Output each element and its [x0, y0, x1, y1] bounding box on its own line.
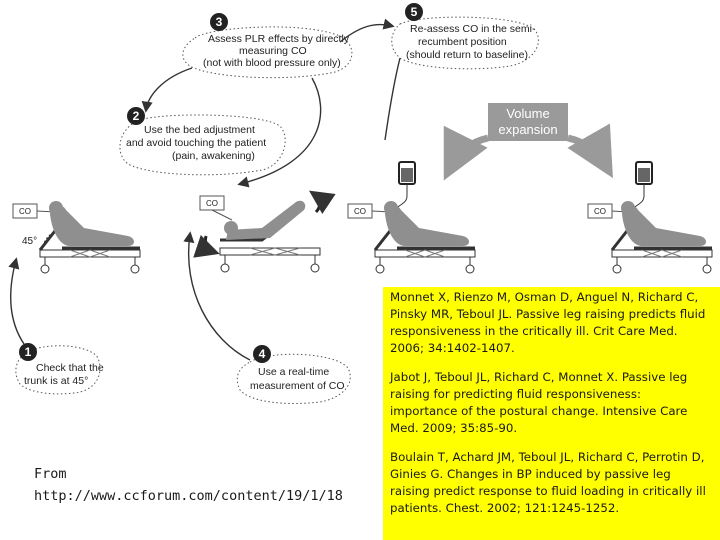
- step-2-line-1: Use the bed adjustment: [144, 124, 255, 136]
- step-1-number: 1: [25, 345, 32, 359]
- monitor-3-label: CO: [354, 207, 366, 216]
- patient-3-body: [385, 205, 469, 246]
- step-4-number: 4: [259, 347, 266, 361]
- reference-2: Jabot J, Teboul JL, Richard C, Monnet X.…: [390, 370, 688, 435]
- step-2-number: 2: [133, 109, 140, 123]
- step-4-line-2: measurement of CO: [250, 380, 345, 392]
- step-5: 5 Re-assess CO in the semi- recumbent po…: [391, 3, 539, 70]
- patient-1-head: [49, 201, 63, 215]
- step-4: 4 Use a real-time measurement of CO: [236, 345, 351, 404]
- step-4-number-circle: [253, 345, 271, 363]
- step-2-line-2: and avoid touching the patient: [126, 137, 266, 149]
- step-4-bubble: [236, 353, 351, 404]
- patient-1-body: [50, 205, 134, 246]
- step-1-line-1: Check that the: [36, 362, 104, 374]
- arrow-step4-to-patient2: [183, 231, 251, 361]
- volume-expansion-line-1: Volume: [506, 106, 549, 121]
- arrow-step2-to-step3: [141, 67, 193, 113]
- step-5-number-circle: [405, 3, 423, 21]
- step-2: 2 Use the bed adjustment and avoid touch…: [119, 107, 286, 176]
- arrow-step5-to-patient3: [384, 57, 401, 141]
- volume-arrow-left: [443, 125, 489, 181]
- step-2-line-3: (pain, awakening): [172, 150, 255, 162]
- step-3-line-1: Assess PLR effects by directly: [208, 33, 350, 45]
- step-1-line-2: trunk is at 45°: [24, 375, 88, 387]
- step-3: 3 Assess PLR effects by directly measuri…: [182, 13, 353, 79]
- references-box: Monnet X, Rienzo M, Osman D, Anguel N, R…: [383, 287, 720, 540]
- patient-2-head: [224, 221, 238, 235]
- step-3-number: 3: [216, 15, 223, 29]
- arrow-step1-to-patient1: [8, 257, 25, 345]
- monitor-2-label: CO: [206, 199, 218, 208]
- patient-4-head: [621, 201, 635, 215]
- patient-scene-1: CO 45°: [12, 201, 141, 274]
- angle-arc: [41, 231, 55, 251]
- volume-expansion-box: [488, 103, 568, 141]
- patient-4-body: [622, 205, 706, 246]
- step-5-line-2: recumbent position: [418, 36, 507, 48]
- bed-1-frame: [39, 249, 141, 258]
- step-5-number: 5: [411, 5, 418, 19]
- patient-2-body: [226, 200, 306, 240]
- volume-expansion: Volume expansion: [443, 103, 613, 181]
- step-5-bubble: [391, 16, 539, 70]
- volume-arrow-right: [567, 123, 613, 179]
- monitor-4-label: CO: [594, 207, 606, 216]
- source-url: http://www.ccforum.com/content/19/1/18: [34, 488, 343, 504]
- step-3-number-circle: [210, 13, 228, 31]
- step-5-line-1: Re-assess CO in the semi-: [410, 23, 536, 35]
- arrow-step3-to-step5: [339, 18, 395, 43]
- bed-3-frame: [374, 249, 476, 258]
- volume-expansion-line-2: expansion: [498, 122, 557, 137]
- step-1-bubble: [15, 345, 101, 395]
- bed-4-frame: [611, 249, 713, 258]
- step-2-number-circle: [127, 107, 145, 125]
- pivot-arrow-down: [193, 234, 220, 258]
- patient-scene-2: CO: [193, 190, 336, 273]
- step-1: 1 Check that the trunk is at 45°: [15, 343, 104, 395]
- monitor-1-label: CO: [19, 207, 31, 216]
- step-4-line-1: Use a real-time: [258, 366, 329, 378]
- reference-1: Monnet X, Rienzo M, Osman D, Anguel N, R…: [390, 290, 706, 355]
- patient-scene-4: CO: [587, 161, 713, 274]
- step-3-line-2: measuring CO: [239, 45, 307, 57]
- reference-3: Boulain T, Achard JM, Teboul JL, Richard…: [390, 450, 706, 515]
- step-3-line-3: (not with blood pressure only): [203, 57, 341, 69]
- patient-scene-3: CO: [347, 161, 476, 274]
- patient-3-head: [384, 201, 398, 215]
- step-1-number-circle: [19, 343, 37, 361]
- step-3-bubble: [182, 26, 353, 79]
- angle-label: 45°: [22, 236, 37, 247]
- source-attribution: From http://www.ccforum.com/content/19/1…: [34, 463, 364, 507]
- pivot-arrow-up: [309, 190, 336, 214]
- step-5-line-3: (should return to baseline): [406, 49, 528, 61]
- source-label: From: [34, 466, 67, 482]
- arrow-step3-to-patient2: [237, 77, 322, 188]
